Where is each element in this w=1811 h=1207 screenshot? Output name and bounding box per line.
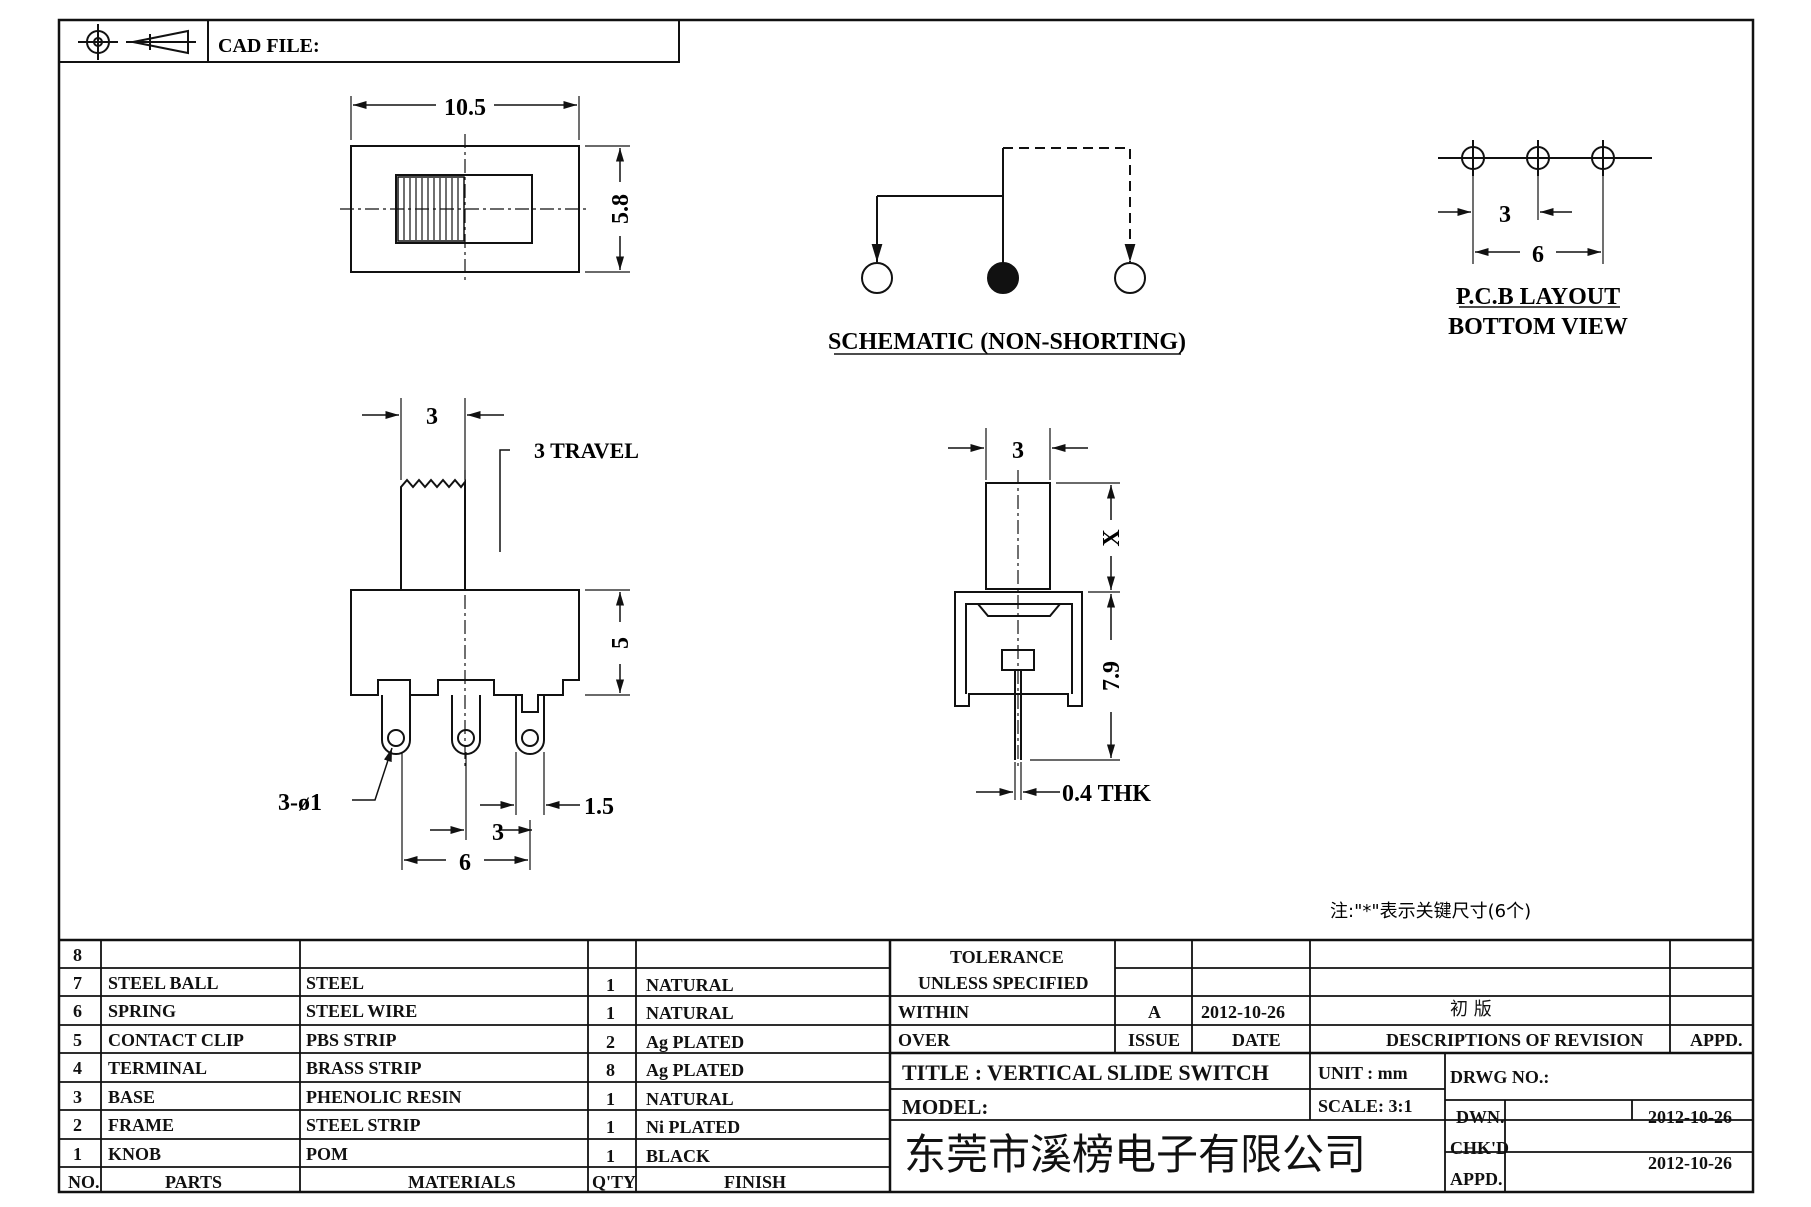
pcb-caption-line1: P.C.B LAYOUT [1456,284,1620,310]
terminal-common-icon [987,262,1019,294]
bom-no: 1 [73,1144,82,1164]
bom-qty: 1 [606,975,615,995]
bom-qty: 1 [606,1003,615,1023]
front-span-dim: 6 [459,850,471,876]
over-label: OVER [898,1030,951,1050]
bom-finish: BLACK [646,1146,711,1166]
bom-header-no: NO. [68,1172,100,1192]
pcb-layout [1438,140,1652,308]
top-width-dim: 10.5 [444,95,486,121]
revision-date: 2012-10-26 [1201,1002,1285,1022]
checked-label: CHK'D [1450,1138,1510,1158]
front-view [350,398,630,870]
bom-part: BASE [108,1087,156,1107]
bom-no: 4 [73,1058,82,1078]
tolerance-label: TOLERANCE [950,947,1064,967]
side-view [948,428,1120,800]
bom-part: TERMINAL [108,1058,208,1078]
bom-qty: 1 [606,1146,615,1166]
key-dimension-note: 注:"*"表示关键尺寸(6个) [1330,901,1531,922]
bom-part: STEEL BALL [108,973,219,993]
projection-symbol-icon [78,24,196,60]
header-box [58,19,680,63]
bom-header-part: PARTS [165,1172,223,1192]
bom-no: 2 [73,1115,82,1135]
bom-material: POM [306,1144,348,1164]
side-knob-height-dim: X [1099,529,1125,547]
front-pitch-dim: 3 [492,820,504,846]
schematic [834,147,1181,355]
travel-label: 3 TRAVEL [534,438,639,463]
bom-part: KNOB [108,1144,162,1164]
cad-file-label: CAD FILE: [218,35,320,57]
bom-finish: NATURAL [646,1089,734,1109]
bom-no: 5 [73,1030,82,1050]
bom-material: BRASS STRIP [306,1058,422,1078]
bom-header-qty: Q'TY [592,1172,637,1192]
approved-label: APPD. [1450,1169,1503,1189]
unit-label: UNIT : mm [1318,1063,1408,1083]
bom-qty: 2 [606,1032,615,1052]
bom-material: STEEL STRIP [306,1115,421,1135]
thickness-label: 0.4 THK [1062,781,1151,807]
checked-date: 2012-10-26 [1648,1153,1732,1173]
schematic-caption: SCHEMATIC (NON-SHORTING) [828,329,1186,355]
hole-label: 3-ø1 [278,790,322,816]
bom-material: PBS STRIP [306,1030,397,1050]
description-header: DESCRIPTIONS OF REVISION [1386,1030,1644,1050]
bom-part: FRAME [108,1115,174,1135]
bom-finish: NATURAL [646,1003,734,1023]
top-height-dim: 5.8 [608,194,634,224]
company-name: 东莞市溪榜电子有限公司 [904,1130,1367,1179]
bom-no: 8 [73,945,82,965]
top-view [340,96,630,282]
bom-finish: Ni PLATED [646,1117,741,1137]
bom-material: STEEL WIRE [306,1001,418,1021]
approved-header: APPD. [1690,1030,1743,1050]
unless-specified-label: UNLESS SPECIFIED [918,973,1089,993]
terminal-open-icon [1114,262,1146,294]
bom-material: PHENOLIC RESIN [306,1087,462,1107]
title-block-grid [59,938,1753,1192]
revision-description: 初 版 [1450,999,1492,1020]
model-label: MODEL: [902,1095,989,1119]
front-knob-width-dim: 3 [426,404,438,430]
bom-finish: NATURAL [646,975,734,995]
bom-finish: Ag PLATED [646,1060,745,1080]
drawn-label: DWN. [1456,1107,1505,1127]
drawing-number-label: DRWG NO.: [1450,1067,1550,1087]
front-body-height-dim: 5 [608,637,634,649]
bom-header-finish: FINISH [724,1172,787,1192]
sheet-border [57,18,1755,1194]
drawing-title: TITLE : VERTICAL SLIDE SWITCH [902,1060,1269,1085]
terminal-open-icon [861,262,893,294]
within-label: WITHIN [898,1002,970,1022]
bom-no: 6 [73,1001,82,1021]
scale-label: SCALE: 3:1 [1318,1096,1413,1116]
bom-material: STEEL [306,973,365,993]
bom-header-material: MATERIALS [408,1172,516,1192]
bom-finish: Ag PLATED [646,1032,745,1052]
bom-part: SPRING [108,1001,177,1021]
pcb-caption-line2: BOTTOM VIEW [1448,314,1628,340]
drawn-date: 2012-10-26 [1648,1107,1732,1127]
side-knob-width-dim: 3 [1012,438,1024,464]
side-body-height-dim: 7.9 [1099,661,1125,691]
revision-issue: A [1148,1002,1161,1022]
bom-no: 7 [73,973,82,993]
issue-header: ISSUE [1128,1030,1181,1050]
bom-no: 3 [73,1087,82,1107]
date-header: DATE [1232,1030,1281,1050]
pcb-span-dim: 6 [1532,242,1544,268]
pin-width-dim: 1.5 [584,794,614,820]
bom-qty: 1 [606,1089,615,1109]
bom-qty: 1 [606,1117,615,1137]
pcb-pitch-dim: 3 [1499,202,1511,228]
bom-part: CONTACT CLIP [108,1030,244,1050]
bom-qty: 8 [606,1060,615,1080]
